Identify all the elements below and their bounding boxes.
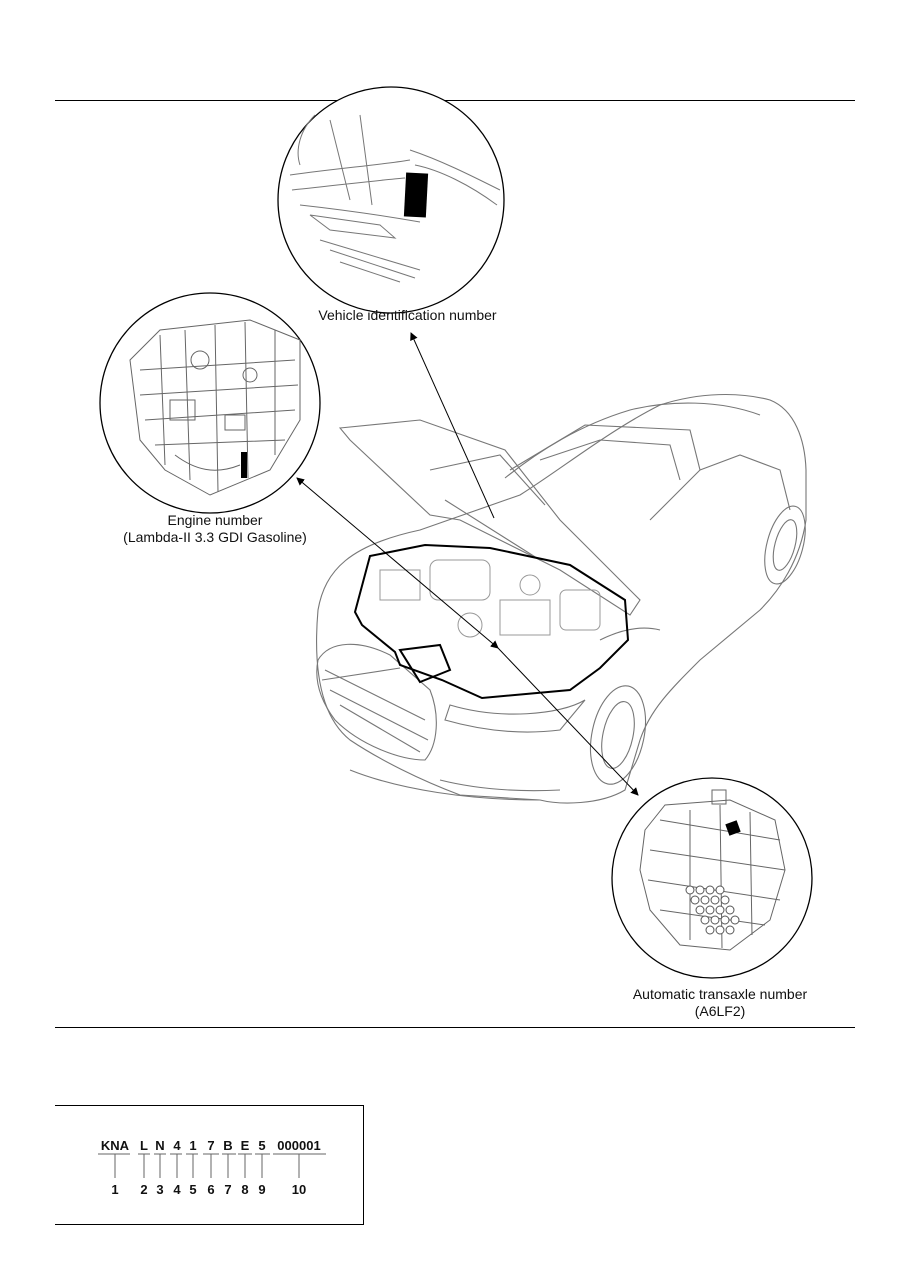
vin-detail-circle [277, 86, 505, 314]
transaxle-number-label: Automatic transaxle number [632, 986, 808, 1002]
vin-segment: 5 [258, 1138, 266, 1153]
vin-segment: KNA [100, 1138, 130, 1153]
transaxle-number-marker [725, 820, 741, 836]
transaxle-callout-arrow [497, 647, 639, 796]
vin-location-label: Vehicle identification number [318, 307, 497, 323]
engine-callout-arrow [296, 477, 499, 649]
vin-segment: N [155, 1138, 165, 1153]
engine-model-label: (Lambda-II 3.3 GDI Gasoline) [123, 529, 307, 545]
vin-plate-marker [403, 172, 429, 218]
transaxle-model-label: (A6LF2) [694, 1003, 746, 1019]
vin-index: 2 [140, 1182, 148, 1197]
vin-index: 4 [173, 1182, 181, 1197]
vin-segment: 000001 [277, 1138, 321, 1153]
top-rule [55, 100, 855, 101]
valve-body-dots [685, 885, 740, 935]
vin-segment: 4 [173, 1138, 181, 1153]
vin-index: 1 [111, 1182, 119, 1197]
vin-index: 3 [156, 1182, 164, 1197]
middle-rule [55, 1027, 855, 1028]
vin-segment: 1 [189, 1138, 197, 1153]
vin-index: 6 [207, 1182, 215, 1197]
vin-index: 9 [258, 1182, 266, 1197]
transaxle-detail-circle [611, 777, 813, 979]
engine-number-label: Engine number [167, 512, 263, 528]
vin-segment: E [240, 1138, 250, 1153]
vin-segment: B [223, 1138, 233, 1153]
engine-number-marker [241, 452, 247, 478]
engine-detail-circle [99, 292, 321, 514]
vin-index: 8 [241, 1182, 249, 1197]
vin-structure-box [55, 1105, 364, 1225]
vin-segment: 7 [207, 1138, 215, 1153]
vin-index: 7 [224, 1182, 232, 1197]
vin-index: 5 [189, 1182, 197, 1197]
vin-segment: L [140, 1138, 148, 1153]
vin-index: 10 [291, 1182, 307, 1197]
